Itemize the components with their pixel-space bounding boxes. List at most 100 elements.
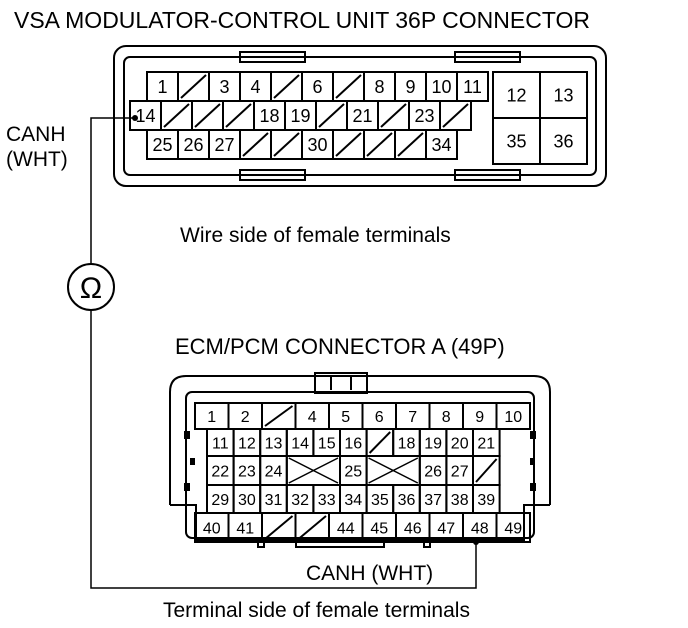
ecm-connector-title: ECM/PCM CONNECTOR A (49P) xyxy=(175,334,505,359)
ecm-probe-wire xyxy=(90,310,477,589)
left-probe-wire-label: CANH (WHT) xyxy=(6,123,71,171)
ecm-terminal-label: 15 xyxy=(318,435,336,452)
vsa-terminal-cell xyxy=(539,117,588,165)
vsa-terminal-blank-slash xyxy=(180,74,207,99)
vsa-probe-tip xyxy=(132,115,138,121)
vsa-top-latch xyxy=(239,51,306,63)
ecm-side-lock xyxy=(184,483,190,491)
ecm-terminal-label: 48 xyxy=(471,520,489,537)
vsa-terminal-label: 12 xyxy=(506,85,526,105)
ohmmeter-symbol: Ω xyxy=(80,272,102,305)
vsa-probe-wire xyxy=(90,117,135,264)
ecm-terminal-label: 34 xyxy=(344,492,362,509)
vsa-terminal-label: 3 xyxy=(219,77,229,97)
ecm-terminal-blank-slash xyxy=(264,515,294,540)
vsa-terminal-blank-slash xyxy=(225,103,252,128)
vsa-terminal-label: 30 xyxy=(307,135,327,155)
vsa-terminal-label: 23 xyxy=(414,106,434,126)
ecm-terminal-label: 19 xyxy=(424,435,442,452)
vsa-terminal-blank-slash xyxy=(335,74,362,99)
ecm-side-lock xyxy=(530,483,536,491)
ecm-terminal-label: 31 xyxy=(265,492,283,509)
ecm-terminal-label: 23 xyxy=(238,463,256,480)
ecm-terminal-label: 36 xyxy=(398,492,416,509)
vsa-terminal-blank-slash xyxy=(163,103,190,128)
ecm-terminal-side-caption: Terminal side of female terminals xyxy=(163,599,470,622)
ecm-terminal-label: 46 xyxy=(404,520,422,537)
vsa-terminal-label: 25 xyxy=(152,135,172,155)
ecm-terminal-cell xyxy=(495,402,531,430)
ecm-terminal-label: 39 xyxy=(477,492,495,509)
ecm-terminal-label: 8 xyxy=(442,409,451,426)
ecm-terminal-label: 27 xyxy=(451,463,469,480)
vsa-terminal-label: 13 xyxy=(553,85,573,105)
ecm-side-lock xyxy=(190,458,195,465)
ecm-terminal-label: 29 xyxy=(211,492,229,509)
ecm-terminal-label: 14 xyxy=(291,435,309,452)
ecm-terminal-label: 1 xyxy=(207,409,216,426)
vsa-terminal-label: 11 xyxy=(463,77,482,97)
vsa-terminal-label: 18 xyxy=(259,106,279,126)
vsa-terminal-label: 10 xyxy=(431,77,451,97)
ecm-terminal-label: 6 xyxy=(375,409,384,426)
ecm-terminal-label: 21 xyxy=(477,435,495,452)
vsa-terminal-label: 34 xyxy=(431,135,451,155)
ecm-terminal-label: 32 xyxy=(291,492,309,509)
vsa-bottom-latch xyxy=(454,169,521,181)
probe-wiring: Ω xyxy=(67,115,479,589)
ecm-terminal-label: 47 xyxy=(437,520,455,537)
ecm-terminal-blank-slash xyxy=(264,405,294,427)
vsa-terminal-blank-slash xyxy=(380,103,407,128)
vsa-terminal-blank-slash xyxy=(335,132,362,157)
ecm-terminal-label: 24 xyxy=(265,463,283,480)
vsa-terminal-label: 36 xyxy=(553,131,573,151)
vsa-connector-title: VSA MODULATOR-CONTROL UNIT 36P CONNECTOR xyxy=(14,7,590,33)
ecm-terminal-blank-slash xyxy=(475,458,498,483)
ecm-side-lock xyxy=(530,431,536,439)
vsa-terminal-blank-slash xyxy=(273,74,300,99)
ecm-terminal-label: 38 xyxy=(451,492,469,509)
ecm-terminal-label: 49 xyxy=(504,520,522,537)
ecm-terminal-label: 2 xyxy=(241,409,250,426)
ecm-terminal-cell xyxy=(495,512,531,543)
vsa-terminal-label: 8 xyxy=(374,77,384,97)
ecm-terminal-blank-cross xyxy=(368,457,419,484)
ecm-terminal-label: 12 xyxy=(238,435,256,452)
ecm-terminal-label: 18 xyxy=(398,435,416,452)
ecm-terminal-label: 30 xyxy=(238,492,256,509)
ecm-outer-housing xyxy=(169,375,551,505)
ecm-terminal-label: 26 xyxy=(424,463,442,480)
ecm-terminal-label: 33 xyxy=(318,492,336,509)
ecm-terminal-label: 41 xyxy=(236,520,254,537)
ecm-terminal-label: 25 xyxy=(344,463,362,480)
ecm-terminal-label: 9 xyxy=(475,409,484,426)
ecm-lower-housing xyxy=(170,504,550,541)
ecm-terminal-label: 35 xyxy=(371,492,389,509)
vsa-wire-side-caption: Wire side of female terminals xyxy=(180,224,451,247)
vsa-terminal-label: 35 xyxy=(506,131,526,151)
vsa-terminal-blank-slash xyxy=(194,103,221,128)
left-probe-signal-label: CANH xyxy=(6,123,66,146)
vsa-terminal-label: 6 xyxy=(312,77,322,97)
ecm-side-lock xyxy=(184,431,190,439)
vsa-terminal-label: 21 xyxy=(352,106,372,126)
ecm-terminal-label: 5 xyxy=(341,409,350,426)
vsa-terminal-blank-slash xyxy=(366,132,393,157)
bottom-probe-wire-label: CANH (WHT) xyxy=(306,562,433,585)
vsa-outer-housing xyxy=(113,45,607,187)
vsa-terminal-label: 19 xyxy=(290,106,310,126)
vsa-terminal-cell xyxy=(456,71,489,102)
vsa-inner-housing xyxy=(123,56,597,176)
ecm-terminal-label: 22 xyxy=(211,463,229,480)
vsa-bottom-latch xyxy=(239,169,306,181)
vsa-terminal-blank-slash xyxy=(273,132,300,157)
ecm-top-key xyxy=(314,372,368,394)
vsa-terminal-blank-slash xyxy=(442,103,469,128)
ecm-terminal-blank-slash xyxy=(297,515,327,540)
vsa-terminal-blank-slash xyxy=(242,132,269,157)
ecm-terminal-label: 37 xyxy=(424,492,442,509)
ecm-side-lock xyxy=(530,458,535,465)
